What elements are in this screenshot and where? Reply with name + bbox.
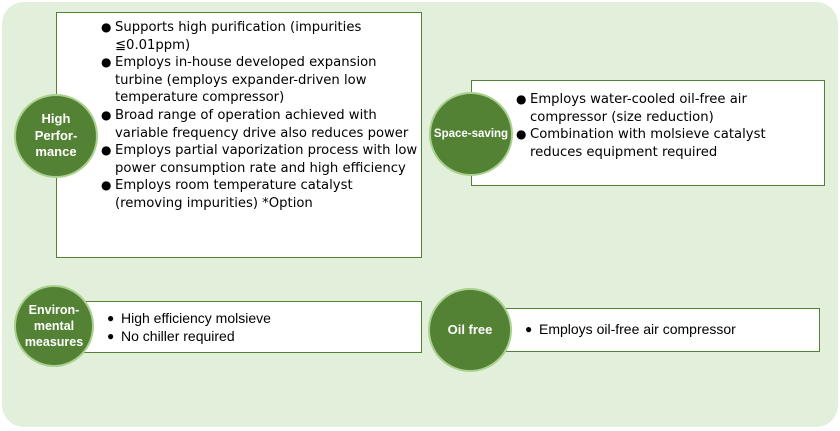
badge-label: Environ- mental measures (24, 302, 84, 350)
list-item: No chiller required (107, 328, 271, 346)
space-saving-badge: Space-saving (429, 92, 513, 176)
list-item: Employs in-house developed expansion tur… (101, 54, 419, 107)
environmental-badge: Environ- mental measures (14, 285, 94, 367)
list-item: Employs oil-free air compressor (525, 321, 736, 339)
badge-label: Space-saving (433, 127, 509, 140)
list-item: Employs partial vaporization process wit… (101, 142, 419, 177)
list-item: Supports high purification (impurities ≦… (101, 19, 419, 54)
environmental-box: High efficiency molsieve No chiller requ… (52, 301, 422, 353)
environmental-list: High efficiency molsieve No chiller requ… (107, 310, 271, 345)
badge-label: High Perfor- mance (34, 110, 78, 160)
list-item: Employs room temperature catalyst (remov… (101, 177, 419, 212)
list-item: High efficiency molsieve (107, 310, 271, 328)
space-saving-list: Employs water-cooled oil-free air compre… (516, 91, 816, 161)
high-performance-box: Supports high purification (impurities ≦… (56, 12, 422, 258)
high-performance-badge: High Perfor- mance (14, 94, 98, 178)
list-item: Broad range of operation achieved with v… (101, 107, 419, 142)
oil-free-badge: Oil free (428, 288, 512, 372)
list-item: Combination with molsieve catalyst reduc… (516, 126, 816, 161)
list-item: Employs water-cooled oil-free air compre… (516, 91, 816, 126)
badge-label: Oil free (447, 321, 493, 337)
space-saving-box: Employs water-cooled oil-free air compre… (471, 80, 825, 186)
oil-free-box: Employs oil-free air compressor (500, 308, 820, 352)
oil-free-list: Employs oil-free air compressor (525, 321, 736, 339)
high-performance-list: Supports high purification (impurities ≦… (101, 19, 419, 213)
